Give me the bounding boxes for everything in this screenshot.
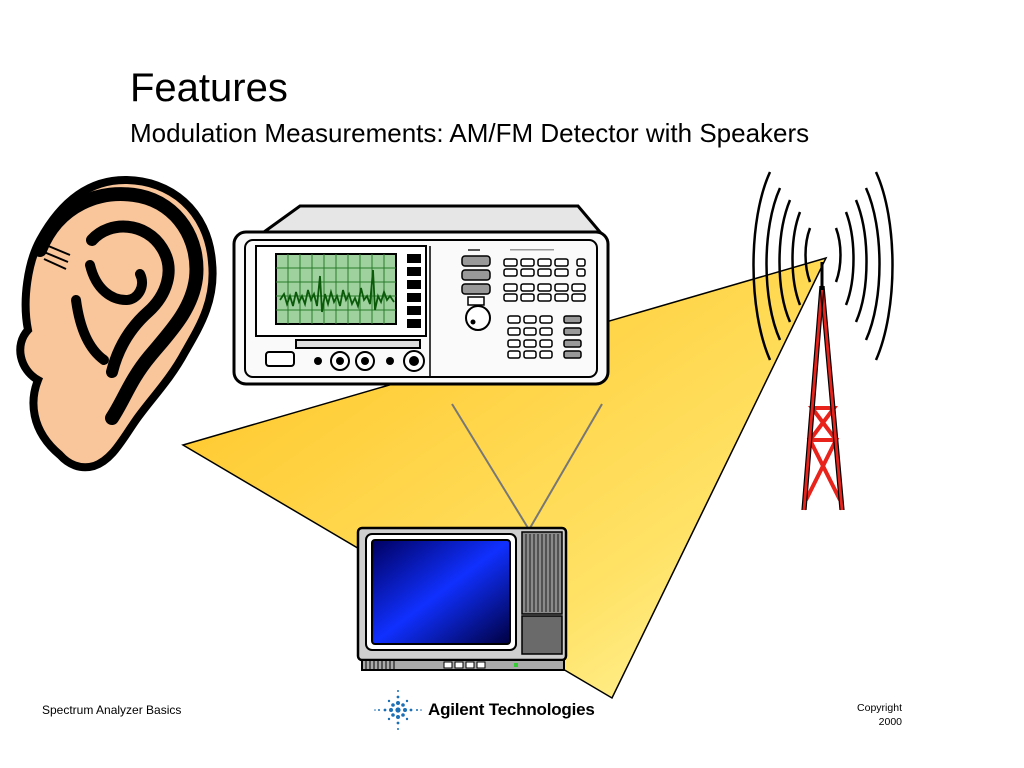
spectrum-analyzer-icon	[232, 204, 610, 386]
footer-course-title: Spectrum Analyzer Basics	[42, 703, 182, 717]
slide-title: Features	[130, 66, 288, 110]
logo-text: Agilent Technologies	[428, 700, 595, 719]
agilent-spark-icon	[374, 690, 422, 730]
agilent-logo: Agilent Technologies	[372, 686, 612, 734]
ear-icon	[16, 175, 217, 472]
television-icon	[356, 526, 568, 671]
slide-subtitle: Modulation Measurements: AM/FM Detector …	[130, 118, 810, 148]
radio-tower-icon	[752, 171, 894, 511]
copyright-year: 2000	[878, 716, 902, 728]
tv-antenna	[451, 403, 603, 529]
copyright-label: Copyright	[857, 702, 902, 714]
copyright-notice: Copyright 2000	[857, 701, 902, 729]
